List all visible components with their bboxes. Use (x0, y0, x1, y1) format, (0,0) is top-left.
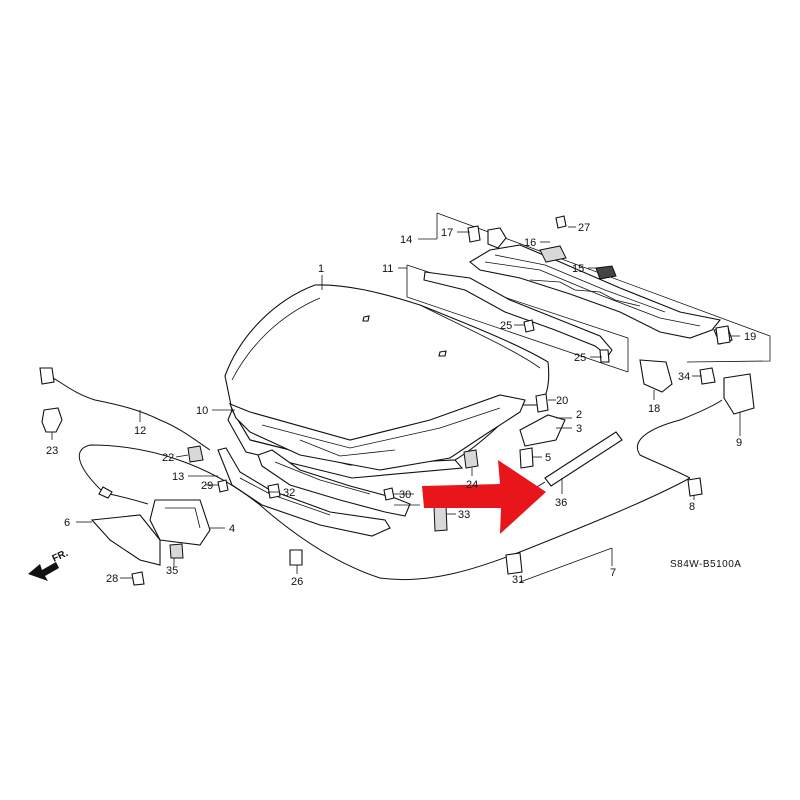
part-label: 6 (64, 517, 70, 529)
part-label: 11 (382, 263, 393, 275)
part-label: 30 (399, 489, 411, 501)
part-label: 1 (318, 263, 324, 275)
part-label: 16 (524, 237, 536, 249)
part-label: 10 (196, 405, 208, 417)
part-label: 34 (678, 371, 690, 383)
part-label: 18 (648, 403, 660, 415)
part-label: 12 (134, 425, 146, 437)
part-label: 3 (576, 423, 582, 435)
hood-insulator (228, 394, 526, 471)
part-label: 31 (512, 574, 524, 586)
part-label: 27 (578, 222, 590, 234)
part-label: 24 (466, 479, 478, 491)
part-label: 35 (166, 565, 178, 577)
hood-release-cable (78, 399, 723, 581)
diagram-code: S84W-B5100A (670, 559, 741, 570)
part-label: 32 (283, 487, 295, 499)
part-label: 4 (229, 523, 235, 535)
hardware (41, 225, 755, 586)
part-label: 25 (574, 352, 586, 364)
part-label: 8 (689, 501, 695, 513)
part-label: 28 (106, 573, 118, 585)
part-label: 29 (201, 480, 213, 492)
part-label: 15 (572, 263, 584, 275)
part-label: 36 (555, 497, 567, 509)
hood-release-cable-upper (39, 367, 211, 451)
part-label: 23 (46, 445, 58, 457)
front-label: FR. (51, 548, 70, 565)
part-label: 25 (500, 320, 512, 332)
part-label: 22 (162, 452, 174, 464)
part-label: 5 (545, 452, 551, 464)
highlight-arrow (422, 460, 546, 534)
hood-seal-assembly (398, 264, 629, 373)
part-label: 33 (458, 509, 470, 521)
leader-lines (51, 226, 741, 583)
part-label: 17 (441, 227, 453, 239)
part-label: 19 (744, 331, 756, 343)
front-arrow-icon (28, 562, 59, 581)
part-labels: 1 2 3 4 5 6 7 8 9 10 11 12 13 14 15 16 1… (46, 222, 756, 588)
part-label: 13 (172, 471, 184, 483)
hood-frame (217, 447, 411, 537)
part-label: 9 (736, 437, 742, 449)
part-label: 7 (610, 567, 616, 579)
part-label: 20 (556, 395, 568, 407)
front-direction-indicator: FR. (28, 548, 70, 581)
part-label: 14 (400, 234, 412, 246)
part-label: 2 (576, 409, 582, 421)
cowl-top-assembly (418, 212, 771, 363)
part-label: 26 (291, 576, 303, 588)
